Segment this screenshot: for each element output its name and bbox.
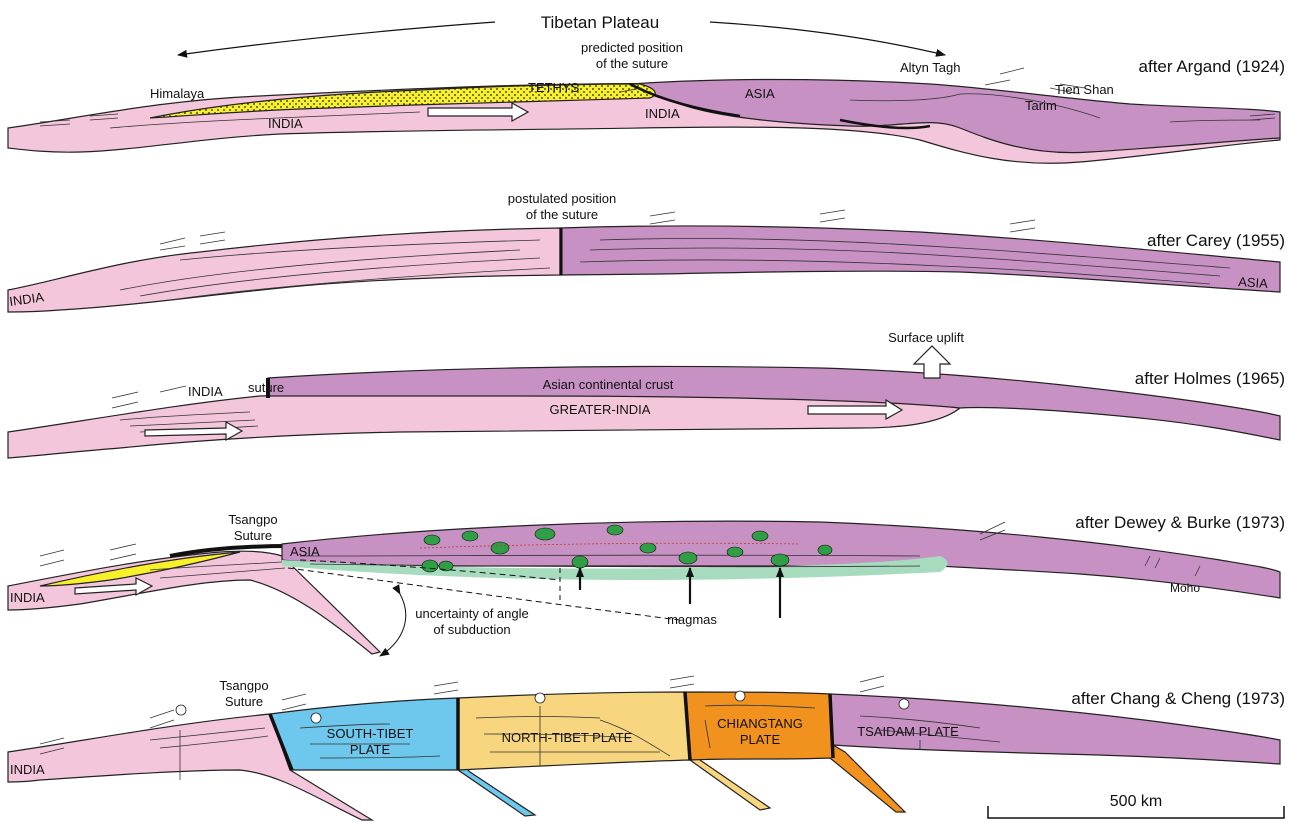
- panel-title: after Dewey & Burke (1973): [1075, 513, 1285, 532]
- postulated-suture-line2: of the suture: [526, 207, 598, 222]
- india-crust: [8, 228, 560, 312]
- tethys-label: TETHYS: [528, 80, 580, 95]
- asia-label: ASIA: [290, 544, 320, 559]
- tsangpo-suture-line1: Tsangpo: [219, 678, 268, 693]
- tsangpo-suture-line2: Suture: [225, 694, 263, 709]
- india-label: INDIA: [10, 590, 45, 605]
- postulated-suture-line1: postulated position: [508, 191, 616, 206]
- uncertainty-arrow: [380, 594, 406, 656]
- tsaidam-label: TSAIDAM PLATE: [857, 724, 959, 739]
- plateau-header: Tibetan Plateau: [178, 13, 945, 55]
- panel-chang-cheng: after Chang & Cheng (1973): [8, 676, 1285, 820]
- plateau-label: Tibetan Plateau: [541, 13, 659, 32]
- plateau-arrow-right: [710, 22, 945, 55]
- panel-carey: after Carey (1955) postulated position o…: [8, 191, 1285, 312]
- panel-argand: after Argand (1924) predicted position o…: [8, 40, 1285, 163]
- asian-crust-label: Asian continental crust: [543, 377, 674, 392]
- tsangpo-suture-line1: Tsangpo: [228, 512, 277, 527]
- shear-arrows: [112, 386, 186, 408]
- uncertainty-line2: of subduction: [433, 622, 510, 637]
- panel-title: after Chang & Cheng (1973): [1071, 689, 1285, 708]
- surface-uplift-label: Surface uplift: [888, 330, 964, 345]
- panel-title: after Carey (1955): [1147, 231, 1285, 250]
- asia-label: ASIA: [1238, 274, 1269, 291]
- india-label-right: INDIA: [645, 106, 680, 121]
- panel-holmes: after Holmes (1965) Surface uplift INDIA…: [8, 330, 1285, 458]
- scale-bar-label: 500 km: [1110, 793, 1162, 810]
- north-tibet-label: NORTH-TIBET PLATE: [502, 730, 633, 745]
- panel-dewey-burke: after Dewey & Burke (1973): [8, 512, 1285, 656]
- scale-bar: 500 km: [988, 793, 1284, 818]
- chiangtang-line1: CHIANGTANG: [717, 716, 803, 731]
- predicted-suture-line2: of the suture: [596, 56, 668, 71]
- altyn-tagh-label: Altyn Tagh: [900, 60, 960, 75]
- greater-india-label: GREATER-INDIA: [550, 402, 651, 417]
- moho-label: Moho: [1170, 581, 1200, 595]
- greater-india-plate: [8, 394, 960, 458]
- himalaya-label: Himalaya: [150, 86, 205, 101]
- india-label-left: INDIA: [268, 116, 303, 131]
- panel-title: after Holmes (1965): [1135, 369, 1285, 388]
- asia-label: ASIA: [745, 86, 775, 101]
- south-tibet-line1: SOUTH-TIBET: [327, 726, 414, 741]
- tien-shan-label: Tien Shan: [1055, 82, 1114, 97]
- predicted-suture-line1: predicted position: [581, 40, 683, 55]
- tarim-label: Tarim: [1025, 98, 1057, 113]
- suture-label: suture: [248, 380, 284, 395]
- magmas-label: magmas: [667, 612, 717, 627]
- south-tibet-line2: PLATE: [350, 742, 391, 757]
- uncertainty-line1: uncertainty of angle: [415, 606, 528, 621]
- plateau-arrow-left: [178, 22, 495, 55]
- tsangpo-suture-line2: Suture: [234, 528, 272, 543]
- panel-title: after Argand (1924): [1139, 57, 1285, 76]
- india-label: INDIA: [10, 762, 45, 777]
- chiangtang-line2: PLATE: [740, 732, 781, 747]
- india-label: INDIA: [188, 384, 223, 399]
